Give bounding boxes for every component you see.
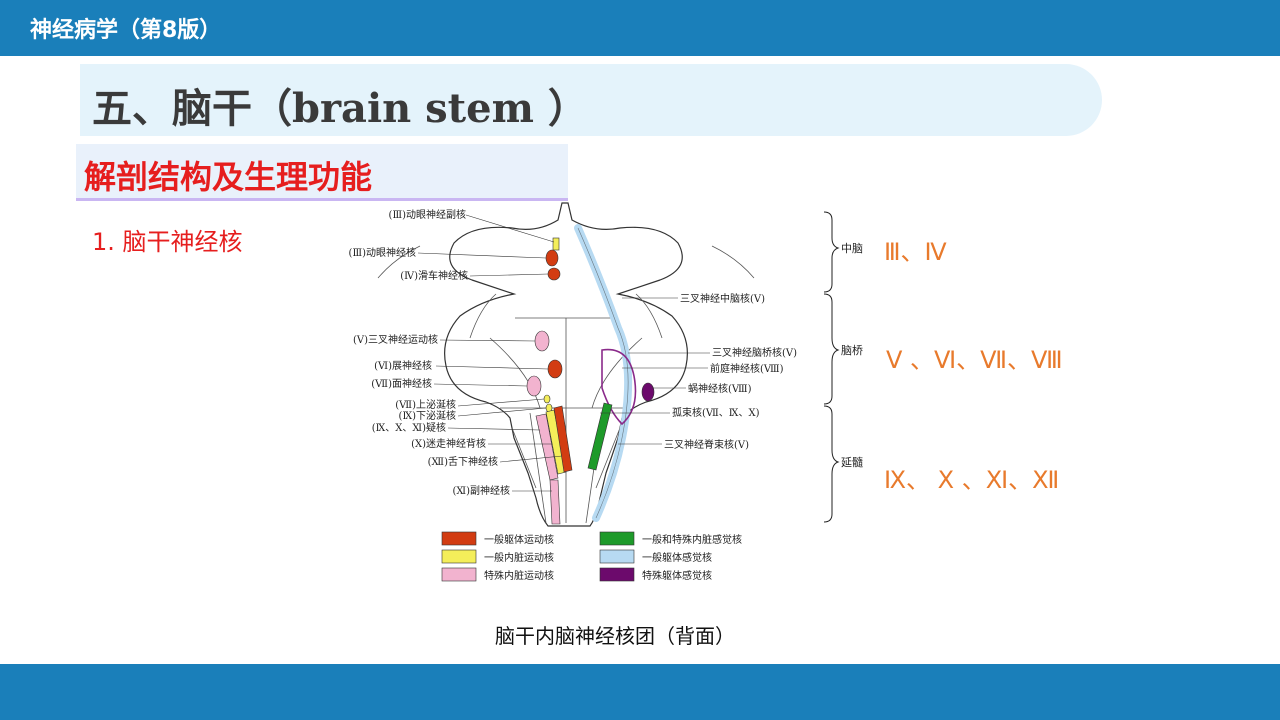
solitary-nucleus [587, 402, 613, 471]
nerves-medulla: Ⅸ、 Ⅹ 、Ⅺ、Ⅻ [884, 466, 1060, 494]
label-trigeminal-pontine: 三叉神经脑桥核(Ⅴ) [712, 346, 797, 359]
title-band: 五、脑干（brain stem ） [80, 64, 1102, 136]
cochlear-nucleus [641, 382, 655, 402]
label-superior-salivatory: (Ⅶ)上泌涎核 [395, 398, 456, 411]
label-oculomotor: (Ⅲ)动眼神经核 [349, 246, 416, 259]
left-leader-lines [417, 214, 563, 492]
legend-label-general-somatic-motor: 一般躯体运动核 [484, 533, 554, 546]
label-accessory: (Ⅺ)副神经核 [453, 484, 511, 497]
diagram-caption: 脑干内脑神经核团（背面） [495, 624, 735, 648]
label-dorsal-vagal: (Ⅹ)迷走神经背核 [411, 437, 486, 450]
label-abducens: (Ⅵ)展神经核 [374, 359, 432, 372]
region-midbrain: 中脑 [841, 242, 863, 255]
legend-label-special-somatic-sensory: 特殊躯体感觉核 [642, 569, 712, 582]
legend-swatch-visceral-sensory [599, 531, 635, 546]
oculomotor-nucleus [545, 249, 559, 267]
abducens-nucleus [547, 359, 563, 379]
right-leader-lines [600, 297, 710, 445]
label-solitary: 孤束核(Ⅶ、Ⅸ、Ⅹ) [672, 406, 760, 419]
hypoglossal-nucleus [553, 405, 573, 473]
region-medulla: 延髓 [841, 456, 863, 469]
nerves-midbrain: Ⅲ、Ⅳ [884, 238, 947, 266]
brainstem-diagram: (Ⅲ)动眼神经副核 (Ⅲ)动眼神经核 (Ⅳ)滑车神经核 (Ⅴ)三叉神经运动核 (… [349, 202, 863, 582]
nucleus-ambiguus [535, 413, 559, 481]
accessory-nucleus [549, 479, 561, 525]
legend-label-general-visceral-motor: 一般内脏运动核 [484, 551, 554, 564]
label-oculomotor-accessory: (Ⅲ)动眼神经副核 [389, 208, 466, 221]
header-bar: 神经病学（第8版） [0, 0, 1280, 56]
legend-label-general-somatic-sensory: 一般躯体感觉核 [642, 551, 712, 564]
footer-bar [0, 664, 1280, 720]
label-facial: (Ⅶ)面神经核 [371, 377, 432, 390]
superior-salivatory-nucleus [543, 394, 551, 404]
trochlear-nucleus [547, 267, 561, 281]
legend-swatch-general-visceral-motor [441, 549, 477, 564]
legend-swatch-general-somatic-sensory [599, 549, 635, 564]
label-hypoglossal: (Ⅻ)舌下神经核 [428, 455, 498, 468]
legend-swatch-special-visceral-motor [441, 567, 477, 582]
label-ambiguus: (Ⅸ、Ⅹ、Ⅺ)疑核 [372, 421, 446, 434]
region-brackets [823, 211, 840, 523]
slide-title: 五、脑干（brain stem ） [92, 85, 588, 132]
region-pons: 脑桥 [841, 344, 863, 357]
label-trigeminal-mesencephalic: 三叉神经中脑核(Ⅴ) [680, 292, 765, 305]
course-title: 神经病学（第8版） [30, 18, 222, 43]
legend-swatch-special-somatic-sensory [599, 567, 635, 582]
subtitle-band: 解剖结构及生理功能 [76, 144, 568, 201]
facial-nucleus [526, 375, 542, 397]
label-vestibular: 前庭神经核(Ⅷ) [710, 362, 784, 375]
legend-label-visceral-sensory: 一般和特殊内脏感觉核 [642, 533, 742, 546]
label-inferior-salivatory: (Ⅸ)下泌涎核 [399, 409, 456, 422]
slide-subtitle: 解剖结构及生理功能 [84, 158, 373, 196]
section-label: 1. 脑干神经核 [92, 228, 243, 256]
diagram-legend: 一般躯体运动核 一般和特殊内脏感觉核 一般内脏运动核 一般躯体感觉核 特殊内脏运… [441, 531, 742, 582]
oculomotor-accessory-nucleus [552, 237, 560, 251]
legend-swatch-general-somatic-motor [441, 531, 477, 546]
label-cochlear: 蜗神经核(Ⅷ) [688, 382, 752, 395]
trigeminal-motor-nucleus [534, 330, 550, 352]
label-trigeminal-motor: (Ⅴ)三叉神经运动核 [353, 333, 438, 346]
label-trochlear: (Ⅳ)滑车神经核 [400, 269, 468, 282]
nerves-pons: Ⅴ 、Ⅵ、Ⅶ、Ⅷ [886, 346, 1063, 374]
dorsal-vagal-nucleus [545, 409, 567, 475]
label-trigeminal-spinal: 三叉神经脊束核(Ⅴ) [664, 438, 749, 451]
legend-label-special-visceral-motor: 特殊内脏运动核 [484, 569, 554, 582]
